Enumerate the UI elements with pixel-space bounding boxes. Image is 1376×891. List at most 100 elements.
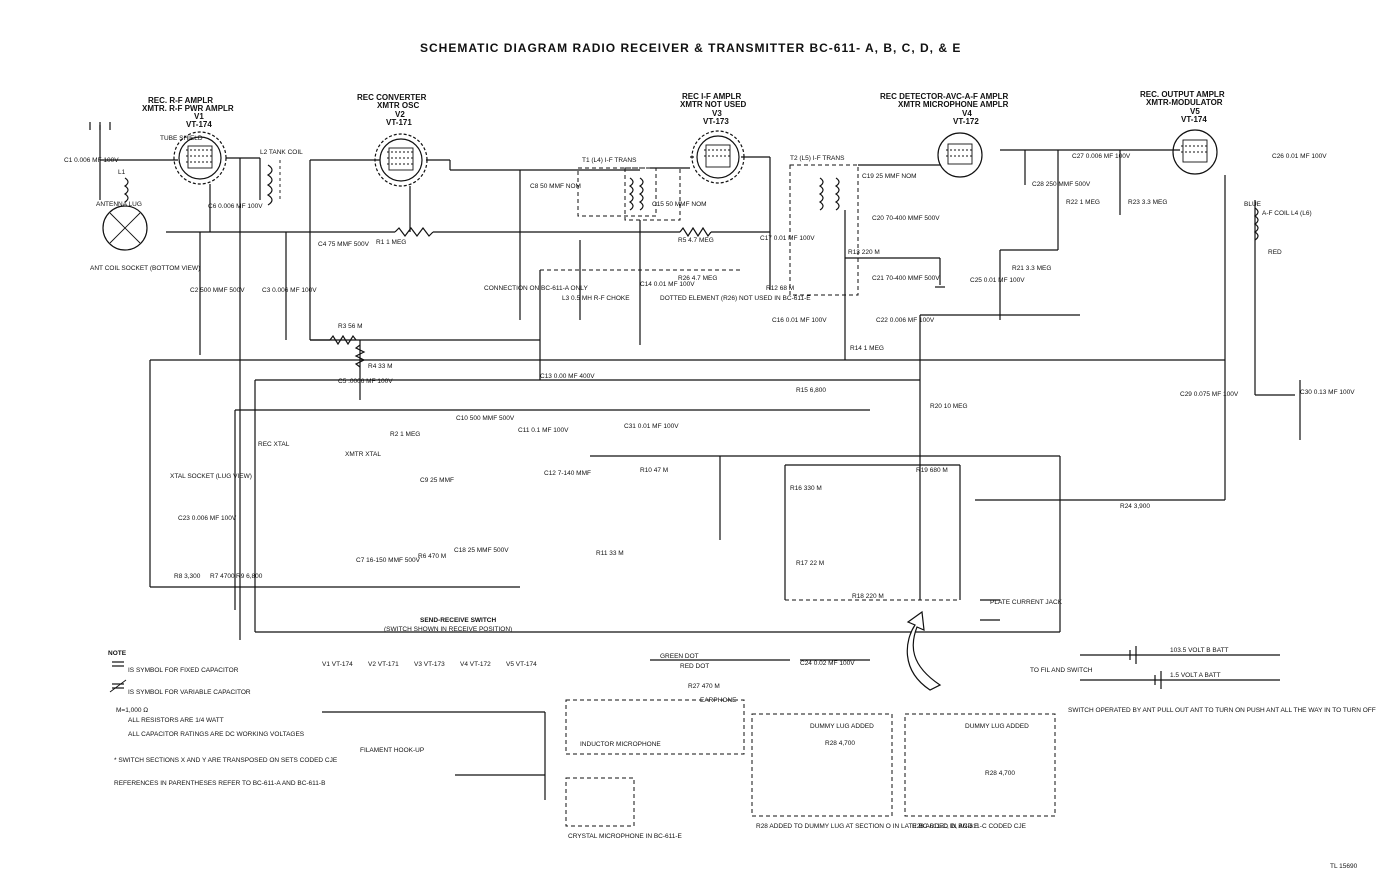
- stage-v2-tube: V2: [395, 110, 405, 119]
- fil-v3: V3 VT-173: [414, 661, 445, 668]
- label-c20: C20 70-400 MMF 500V: [872, 215, 940, 222]
- label-c25: C25 0.01 MF 100V: [970, 277, 1025, 284]
- stage-header-v2: REC CONVERTER XMTR OSC V2 VT-171: [357, 93, 427, 127]
- stage-v2-type: VT-171: [386, 118, 412, 127]
- label-send-receive: SEND-RECEIVE SWITCH: [420, 617, 497, 624]
- fil-v5: V5 VT-174: [506, 661, 537, 668]
- stage-v1-tube: V1: [194, 112, 204, 121]
- stage-v4-tube: V4: [962, 109, 972, 118]
- stage-v1-xmtr: XMTR. R-F PWR AMPLR: [142, 104, 234, 113]
- label-c5: C5 .0006 MF 100V: [338, 378, 393, 385]
- notes-block: NOTE IS SYMBOL FOR FIXED CAPACITOR IS SY…: [108, 650, 338, 787]
- stage-v4-xmtr: XMTR MICROPHONE AMPLR: [898, 100, 1009, 109]
- note-6: * SWITCH SECTIONS X AND Y ARE TRANSPOSED…: [114, 757, 338, 764]
- label-r21: R21 3.3 MEG: [1012, 265, 1051, 272]
- label-plate-jack: PLATE CURRENT JACK: [990, 599, 1063, 606]
- stage-v3-tube: V3: [712, 109, 722, 118]
- stage-v5-tube: V5: [1190, 107, 1200, 116]
- label-c10: C10 500 MMF 500V: [456, 415, 515, 422]
- label-r17: R17 22 M: [796, 560, 824, 567]
- label-dummy-1: DUMMY LUG ADDED: [810, 723, 874, 730]
- label-c21: C21 70-400 MMF 500V: [872, 275, 940, 282]
- label-blue: BLUE: [1244, 201, 1262, 208]
- label-c28: C28 250 MMF 500V: [1032, 181, 1091, 188]
- stage-v1-type: VT-174: [186, 120, 212, 129]
- label-c24: C24 0.02 MF 100V: [800, 660, 855, 667]
- tube-v4: [937, 132, 983, 178]
- label-rec-xtal: REC XTAL: [258, 441, 290, 448]
- label-c9: C9 25 MMF: [420, 477, 454, 484]
- label-c13: C13 0.00 MF 400V: [540, 373, 595, 380]
- fil-v2: V2 VT-171: [368, 661, 399, 668]
- label-l2: L2 TANK COIL: [260, 149, 303, 156]
- label-fil-switch: TO FIL AND SWITCH: [1030, 667, 1093, 674]
- label-c27: C27 0.006 MF 100V: [1072, 153, 1131, 160]
- tube-v2: [374, 133, 428, 187]
- stage-v4-rec: REC DETECTOR-AVC-A-F AMPLR: [880, 92, 1009, 101]
- label-r24: R24 3,900: [1120, 503, 1150, 510]
- label-r27: R27 470 M: [688, 683, 720, 690]
- label-b-batt: 103.5 VOLT B BATT: [1170, 647, 1229, 654]
- stage-v4-type: VT-172: [953, 117, 979, 126]
- label-connection: CONNECTION ON BC-611-A ONLY: [484, 285, 588, 292]
- label-red-dot: RED DOT: [680, 663, 709, 670]
- note-1: IS SYMBOL FOR FIXED CAPACITOR: [128, 667, 239, 674]
- stage-v5-xmtr: XMTR-MODULATOR: [1146, 98, 1223, 107]
- diagram-title: SCHEMATIC DIAGRAM RADIO RECEIVER & TRANS…: [420, 41, 961, 55]
- label-r6: R6 470 M: [418, 553, 446, 560]
- label-l1: L1: [118, 169, 126, 176]
- fil-v4: V4 VT-172: [460, 661, 491, 668]
- tube-v3: [691, 130, 745, 184]
- label-c22: C22 0.006 MF 100V: [876, 317, 935, 324]
- label-af-coil: A-F COIL L4 (L6): [1262, 210, 1312, 217]
- label-r12: R12 68 M: [766, 285, 794, 292]
- label-r15: R15 6,800: [796, 387, 826, 394]
- fil-v1: V1 VT-174: [322, 661, 353, 668]
- note-3: M=1,000 Ω: [116, 707, 148, 714]
- stage-header-v3: REC I-F AMPLR XMTR NOT USED V3 VT-173: [680, 92, 746, 126]
- stage-v1-rec: REC. R-F AMPLR: [148, 96, 213, 105]
- label-r28-2: R28 4,700: [985, 770, 1015, 777]
- label-c30: C30 0.13 MF 100V: [1300, 389, 1355, 396]
- stage-header-v1: REC. R-F AMPLR XMTR. R-F PWR AMPLR V1 VT…: [142, 96, 234, 129]
- label-ant-lug: ANTENNA LUG: [96, 201, 142, 208]
- note-4: ALL RESISTORS ARE 1/4 WATT: [128, 717, 224, 724]
- label-crystal-mic: CRYSTAL MICROPHONE IN BC-611-E: [568, 833, 683, 840]
- label-dummy-2: DUMMY LUG ADDED: [965, 723, 1029, 730]
- wiring: [89, 122, 1301, 827]
- label-c12: C12 7-140 MMF: [544, 470, 591, 477]
- label-green-dot: GREEN DOT: [660, 653, 699, 660]
- label-c4: C4 75 MMF 500V: [318, 241, 370, 248]
- label-c29: C29 0.075 MF 100V: [1180, 391, 1239, 398]
- tube-v1: TUBE SHIELD: [160, 131, 227, 185]
- label-xtal-socket: XTAL SOCKET (LUG VIEW): [170, 473, 252, 480]
- label-r8: R8 3,300: [174, 573, 201, 580]
- label-c26: C26 0.01 MF 100V: [1272, 153, 1327, 160]
- label-c7: C7 16-150 MMF 500V: [356, 557, 421, 564]
- note-5: ALL CAPACITOR RATINGS ARE DC WORKING VOL…: [128, 731, 305, 738]
- label-r13: R13 220 M: [848, 249, 880, 256]
- label-dotted-element: DOTTED ELEMENT (R26) NOT USED IN BC-611-…: [660, 295, 811, 302]
- note-0: NOTE: [108, 650, 127, 657]
- stage-v2-xmtr: XMTR OSC: [377, 101, 419, 110]
- label-c11: C11 0.1 MF 100V: [518, 427, 569, 434]
- label-r5: R5 4.7 MEG: [678, 237, 714, 244]
- label-r14: R14 1 MEG: [850, 345, 884, 352]
- label-earphone: EARPHONE: [700, 697, 737, 704]
- label-send-receive-sub: (SWITCH SHOWN IN RECEIVE POSITION): [384, 626, 512, 633]
- stage-v5-rec: REC. OUTPUT AMPLR: [1140, 90, 1225, 99]
- label-r26: R26 4.7 MEG: [678, 275, 717, 282]
- stage-v2-rec: REC CONVERTER: [357, 93, 427, 102]
- label-t2: T2 (L5) I-F TRANS: [790, 155, 845, 162]
- label-fil-hookup: FILAMENT HOOK-UP: [360, 747, 424, 754]
- note-7: REFERENCES IN PARENTHESES REFER TO BC-61…: [114, 780, 325, 787]
- tube-shield-label: TUBE SHIELD: [160, 135, 203, 142]
- label-r18: R18 220 M: [852, 593, 884, 600]
- label-c8: C8 50 MMF NOM: [530, 183, 581, 190]
- fil-tube-labels: V1 VT-174 V2 VT-171 V3 VT-173 V4 VT-172 …: [322, 661, 537, 668]
- label-r7: R7 4700: [210, 573, 235, 580]
- stage-v3-type: VT-173: [703, 117, 729, 126]
- label-xmtr-xtal: XMTR XTAL: [345, 451, 381, 458]
- label-l3: L3 0.5 MH R-F CHOKE: [562, 295, 630, 302]
